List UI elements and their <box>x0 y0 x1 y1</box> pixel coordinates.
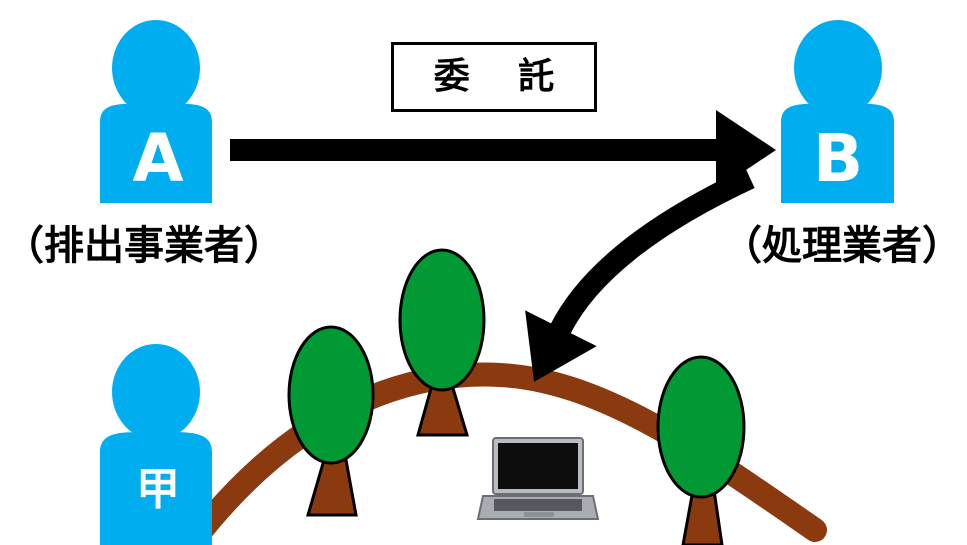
person-kou-letter: 甲 <box>136 464 180 515</box>
dumping-arrow <box>525 168 755 382</box>
person-b-letter: B <box>812 120 864 197</box>
contract-box: 委 託 <box>391 42 597 112</box>
laptop-icon <box>476 437 600 520</box>
person-a-letter: A <box>132 120 184 197</box>
tree-icon <box>398 248 486 437</box>
party-a-label: （排出事業者） <box>4 223 284 269</box>
tree-icon <box>287 325 375 517</box>
person-kou-icon <box>100 344 212 545</box>
person-a-icon <box>100 20 212 203</box>
party-b-label: （処理業者） <box>722 223 962 269</box>
person-b-icon <box>781 20 894 203</box>
contract-label: 委 託 <box>433 56 573 97</box>
tree-icon <box>656 355 746 545</box>
